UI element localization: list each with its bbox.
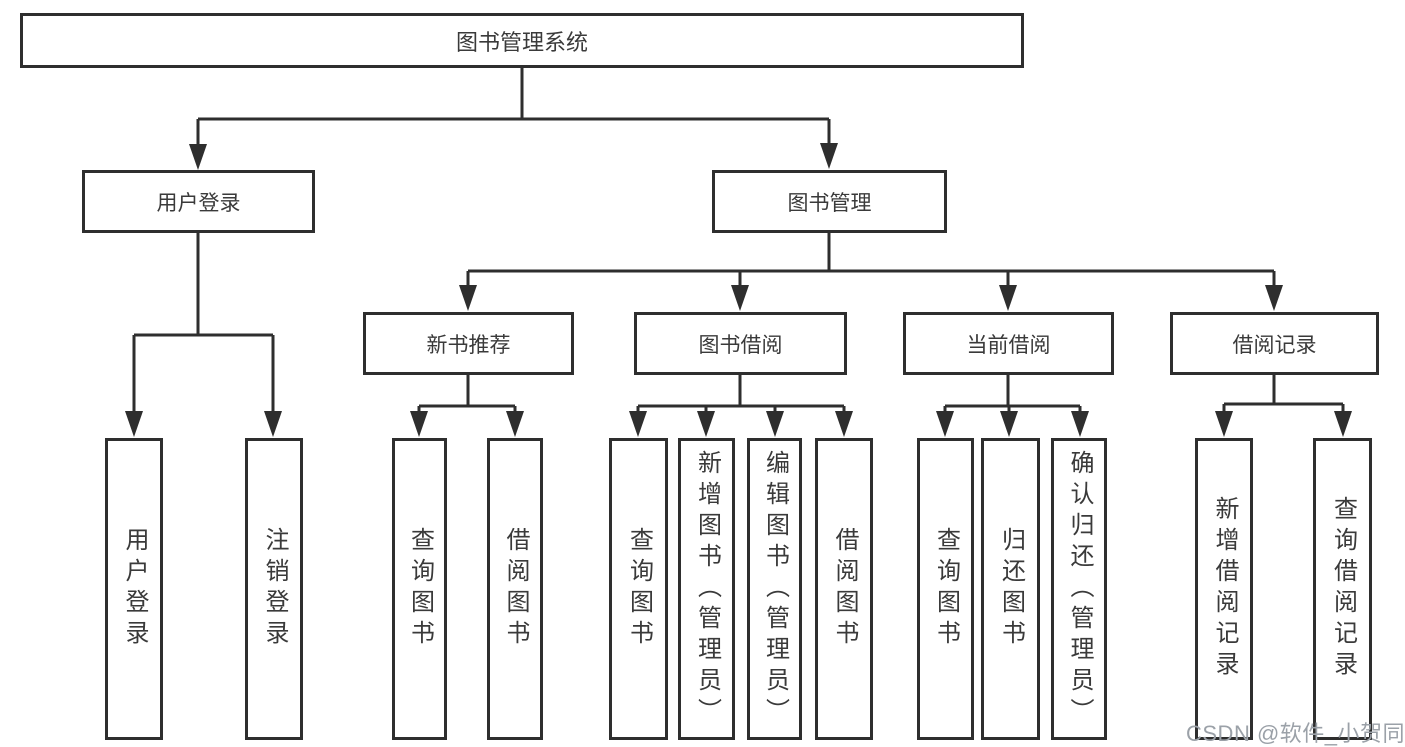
arrowhead-icon [459, 285, 477, 311]
node-label: 注销登录 [261, 527, 288, 651]
node-label: 用户登录 [156, 191, 241, 215]
node-label: 查询图书 [625, 527, 653, 651]
node-label: 归还图书 [997, 527, 1025, 651]
node-label: 借阅图书 [502, 527, 529, 651]
leaf-bb-edit-books-admin: 编辑图书（管理员） [747, 438, 802, 740]
arrowhead-icon [264, 411, 282, 437]
node-label: 确认归还（管理员） [1066, 449, 1093, 729]
arrowhead-icon [697, 411, 715, 437]
arrowhead-icon [835, 411, 853, 437]
node-label: 图书管理 [787, 191, 872, 215]
node-book-borrow: 图书借阅 [634, 312, 847, 375]
arrowhead-icon [189, 144, 207, 170]
node-borrow-records: 借阅记录 [1170, 312, 1379, 375]
node-label: 编辑图书（管理员） [761, 449, 789, 729]
node-label: 新增图书（管理员） [693, 449, 721, 729]
node-user-login: 用户登录 [82, 170, 315, 233]
node-book-management: 图书管理 [712, 170, 947, 233]
arrowhead-icon [766, 411, 784, 437]
arrowhead-icon [820, 143, 838, 169]
arrowhead-icon [125, 411, 143, 437]
leaf-cb-confirm-return-admin: 确认归还（管理员） [1051, 438, 1107, 740]
leaf-nb-query-books: 查询图书 [392, 438, 447, 740]
leaf-br-query-record: 查询借阅记录 [1313, 438, 1372, 740]
node-label: 新增借阅记录 [1211, 496, 1238, 682]
leaf-bb-add-books-admin: 新增图书（管理员） [678, 438, 735, 740]
node-label: 借阅图书 [831, 527, 858, 651]
node-label: 图书管理系统 [455, 29, 588, 55]
arrowhead-icon [1265, 285, 1283, 311]
node-current-borrow: 当前借阅 [903, 312, 1114, 375]
leaf-cb-query-books: 查询图书 [917, 438, 974, 740]
arrowhead-icon [1071, 411, 1089, 437]
node-label: 新书推荐 [426, 333, 511, 357]
arrowhead-icon [1215, 411, 1233, 437]
leaf-bb-borrow-books: 借阅图书 [815, 438, 873, 740]
node-label: 借阅记录 [1232, 333, 1317, 357]
node-new-book-recommend: 新书推荐 [363, 312, 574, 375]
arrowhead-icon [731, 285, 749, 311]
node-label: 查询借阅记录 [1329, 496, 1357, 682]
node-label: 图书借阅 [698, 333, 783, 357]
leaf-br-add-record: 新增借阅记录 [1195, 438, 1253, 740]
leaf-logout: 注销登录 [245, 438, 303, 740]
node-label: 查询图书 [406, 527, 434, 651]
node-label: 用户登录 [121, 527, 148, 651]
arrowhead-icon [629, 411, 647, 437]
leaf-bb-query-books: 查询图书 [609, 438, 668, 740]
arrowhead-icon [506, 411, 524, 437]
arrowhead-icon [936, 411, 954, 437]
node-library-management-system: 图书管理系统 [20, 13, 1024, 68]
arrowhead-icon [1000, 411, 1018, 437]
watermark-text: CSDN @软件_小贺同学 [1186, 721, 1405, 746]
node-label: 当前借阅 [966, 333, 1051, 357]
leaf-cb-return-books: 归还图书 [981, 438, 1040, 740]
arrowhead-icon [410, 411, 428, 437]
leaf-user-login: 用户登录 [105, 438, 163, 740]
leaf-nb-borrow-books: 借阅图书 [487, 438, 543, 740]
node-label: 查询图书 [932, 527, 960, 651]
arrowhead-icon [1334, 411, 1352, 437]
arrowhead-icon [999, 285, 1017, 311]
